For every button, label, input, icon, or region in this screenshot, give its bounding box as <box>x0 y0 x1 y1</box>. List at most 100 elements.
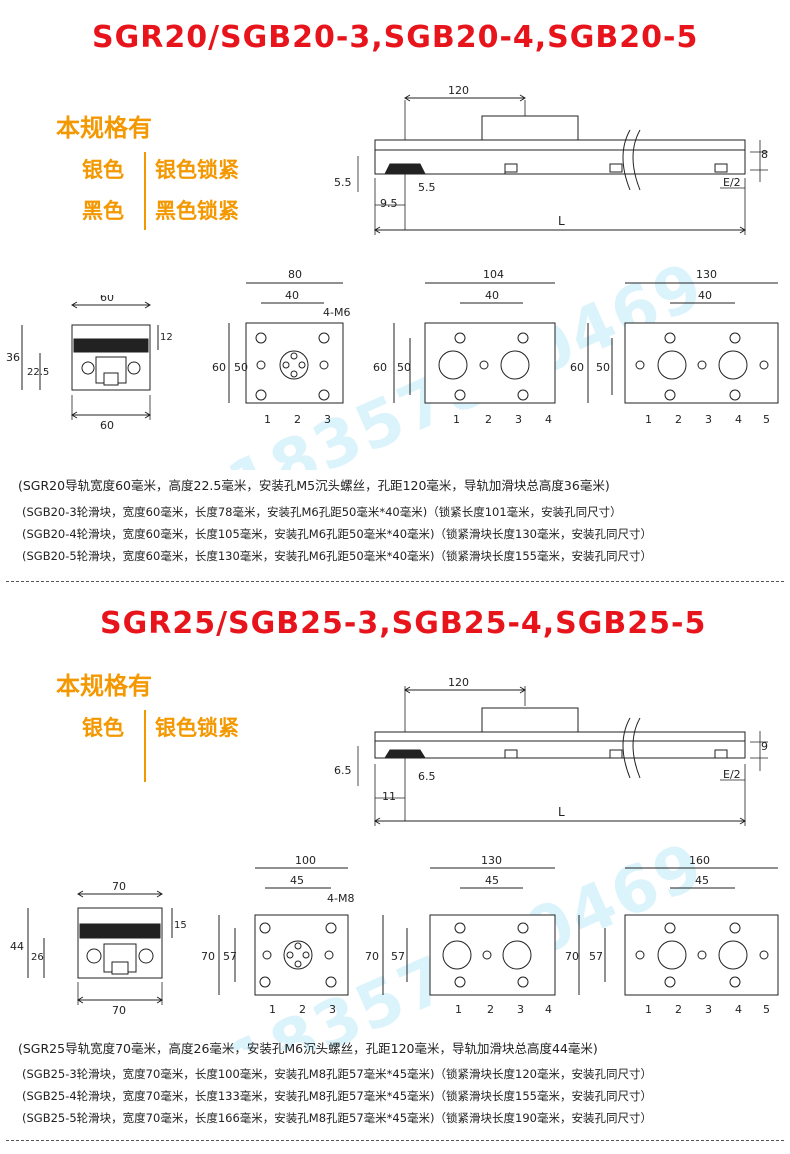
block-6-hole-height: 57 <box>589 950 603 963</box>
section-1-spec-heading: 本规格有 <box>56 114 152 142</box>
section-1-block-5: 130 40 60 50 1 2 3 4 5 <box>570 268 779 426</box>
section-2-rail-end-distance: 11 <box>382 790 396 803</box>
block-2-wheel-3: 3 <box>515 413 522 426</box>
block-6-width: 70 <box>565 950 579 963</box>
section-2-profile-bottom-width: 70 <box>112 1004 126 1015</box>
block-2-wheel-2: 2 <box>485 413 492 426</box>
section-1-note-line-3: (SGB20-5轮滑块，宽度60毫米，长度130毫米，安装孔M6孔距50毫米*4… <box>22 549 652 563</box>
block-5-wheel-1: 1 <box>455 1003 462 1016</box>
block-1-thread: 4-M6 <box>323 306 350 319</box>
section-1-option-1-lock: 银色锁紧 <box>155 158 239 182</box>
section-2-block-5: 160 45 70 57 1 2 3 4 5 <box>565 854 779 1016</box>
section-1-option-divider <box>144 152 146 230</box>
section-divider-1 <box>6 581 784 582</box>
section-2-rail-height: 9 <box>761 740 768 753</box>
block-4-wheel-1: 1 <box>269 1003 276 1016</box>
block-4-hole-height: 57 <box>223 950 237 963</box>
block-3-wheel-1: 1 <box>645 413 652 426</box>
section-1-profile-side: 12 <box>160 332 173 343</box>
block-6-wheel-5: 5 <box>763 1003 770 1016</box>
section-2-note-line-3: (SGB25-5轮滑块，宽度70毫米，长度166毫米，安装孔M8孔距57毫米*4… <box>22 1111 652 1125</box>
section-1-note-line-2: (SGB20-4轮滑块，宽度60毫米，长度105毫米，安装孔M6孔距50毫米*4… <box>22 527 652 541</box>
block-5-wheel-2: 2 <box>487 1003 494 1016</box>
section-2-note-main: (SGR25导轨宽度70毫米，高度26毫米，安装孔M6沉头螺丝，孔距120毫米，… <box>18 1041 598 1056</box>
section-1-profile-bottom-width: 60 <box>100 419 114 430</box>
section-1-note-line-1: (SGB20-3轮滑块，宽度60毫米，长度78毫米，安装孔M6孔距50毫米*40… <box>22 505 622 519</box>
block-1-wheel-2: 2 <box>294 413 301 426</box>
section-1-option-1-color: 银色 <box>82 158 124 182</box>
section-divider-2 <box>6 1140 784 1141</box>
section-2-block-3: 100 45 70 57 4-M8 1 2 3 <box>201 854 354 1016</box>
block-1-hole-height: 50 <box>234 361 248 374</box>
section-2-title: SGR25/SGB25-3,SGB25-4,SGB25-5 <box>100 606 707 641</box>
section-2-rail-drawing: 120 9 6.5 6.5 11 E/2 L <box>334 676 768 826</box>
block-1-width: 60 <box>212 361 226 374</box>
block-3-hole-span: 40 <box>698 289 712 302</box>
block-6-wheel-2: 2 <box>675 1003 682 1016</box>
block-5-hole-span: 45 <box>485 874 499 887</box>
block-6-hole-span: 45 <box>695 874 709 887</box>
section-1-rail-pitch: 120 <box>448 84 469 97</box>
block-3-wheel-4: 4 <box>735 413 742 426</box>
block-3-length: 130 <box>696 268 717 281</box>
section-1-rail-drawing: 120 8 5.5 5.5 9.5 E/2 L <box>334 84 768 235</box>
section-2-rail-offset: 6.5 <box>334 764 352 777</box>
section-2-rail-counterbore: 6.5 <box>418 770 436 783</box>
block-2-width: 60 <box>373 361 387 374</box>
section-1-profile-rail-height: 22.5 <box>27 367 49 378</box>
section-1-block-4: 104 40 60 50 1 2 3 4 <box>373 268 556 426</box>
section-1-note-main: (SGR20导轨宽度60毫米，高度22.5毫米，安装孔M5沉头螺丝，孔距120毫… <box>18 478 610 493</box>
block-5-width: 70 <box>365 950 379 963</box>
section-2-note-line-1: (SGB25-3轮滑块，宽度70毫米，长度100毫米，安装孔M8孔距57毫米*4… <box>22 1067 652 1081</box>
section-1-rail-offset: 5.5 <box>334 176 352 189</box>
section-2-option-1-lock: 银色锁紧 <box>155 716 239 740</box>
block-6-length: 160 <box>689 854 710 867</box>
section-2-rail-length: L <box>558 805 565 819</box>
block-5-hole-height: 57 <box>391 950 405 963</box>
section-2-profile-top-width: 70 <box>112 880 126 893</box>
section-2-option-divider <box>144 710 146 782</box>
section-2-spec-heading: 本规格有 <box>56 672 152 700</box>
section-1-rail-end-distance: 9.5 <box>380 197 398 210</box>
section-2-rail-half-e: E/2 <box>723 768 741 781</box>
block-3-hole-height: 50 <box>596 361 610 374</box>
block-3-width: 60 <box>570 361 584 374</box>
block-1-wheel-1: 1 <box>264 413 271 426</box>
section-1-rail-counterbore: 5.5 <box>418 181 436 194</box>
block-1-hole-span: 40 <box>285 289 299 302</box>
block-2-length: 104 <box>483 268 504 281</box>
section-1-profile-top-width: 60 <box>100 295 114 304</box>
block-3-wheel-5: 5 <box>763 413 770 426</box>
section-2-profile-height: 44 <box>10 940 24 953</box>
block-2-wheel-4: 4 <box>545 413 552 426</box>
block-2-hole-height: 50 <box>397 361 411 374</box>
section-1-option-2-color: 黑色 <box>82 199 124 223</box>
section-1-rail-height: 8 <box>761 148 768 161</box>
block-2-wheel-1: 1 <box>453 413 460 426</box>
section-1-rail-half-e: E/2 <box>723 176 741 189</box>
block-6-wheel-4: 4 <box>735 1003 742 1016</box>
block-4-hole-span: 45 <box>290 874 304 887</box>
section-2-profile-side: 15 <box>174 920 187 931</box>
block-4-length: 100 <box>295 854 316 867</box>
section-1-option-2-lock: 黑色锁紧 <box>155 199 239 223</box>
block-1-wheel-3: 3 <box>324 413 331 426</box>
block-5-wheel-3: 3 <box>517 1003 524 1016</box>
block-3-wheel-2: 2 <box>675 413 682 426</box>
section-2-option-1-color: 银色 <box>82 716 124 740</box>
section-2-rail-pitch: 120 <box>448 676 469 689</box>
section-2-profile: 70 70 44 26 15 <box>10 880 187 1015</box>
block-4-wheel-3: 3 <box>329 1003 336 1016</box>
section-1-profile-height: 36 <box>6 351 20 364</box>
section-1-rail-length: L <box>558 214 565 228</box>
block-6-wheel-3: 3 <box>705 1003 712 1016</box>
section-1-title: SGR20/SGB20-3,SGB20-4,SGB20-5 <box>92 20 699 55</box>
block-2-hole-span: 40 <box>485 289 499 302</box>
section-2-profile-rail-height: 26 <box>31 952 44 963</box>
section-2-block-4: 130 45 70 57 1 2 3 4 <box>365 854 556 1016</box>
block-4-thread: 4-M8 <box>327 892 354 905</box>
section-2-note-line-2: (SGB25-4轮滑块，宽度70毫米，长度133毫米，安装孔M8孔距57毫米*4… <box>22 1089 652 1103</box>
block-6-wheel-1: 1 <box>645 1003 652 1016</box>
section-1-profile: 60 60 36 22.5 12 <box>6 295 173 430</box>
block-5-wheel-4: 4 <box>545 1003 552 1016</box>
